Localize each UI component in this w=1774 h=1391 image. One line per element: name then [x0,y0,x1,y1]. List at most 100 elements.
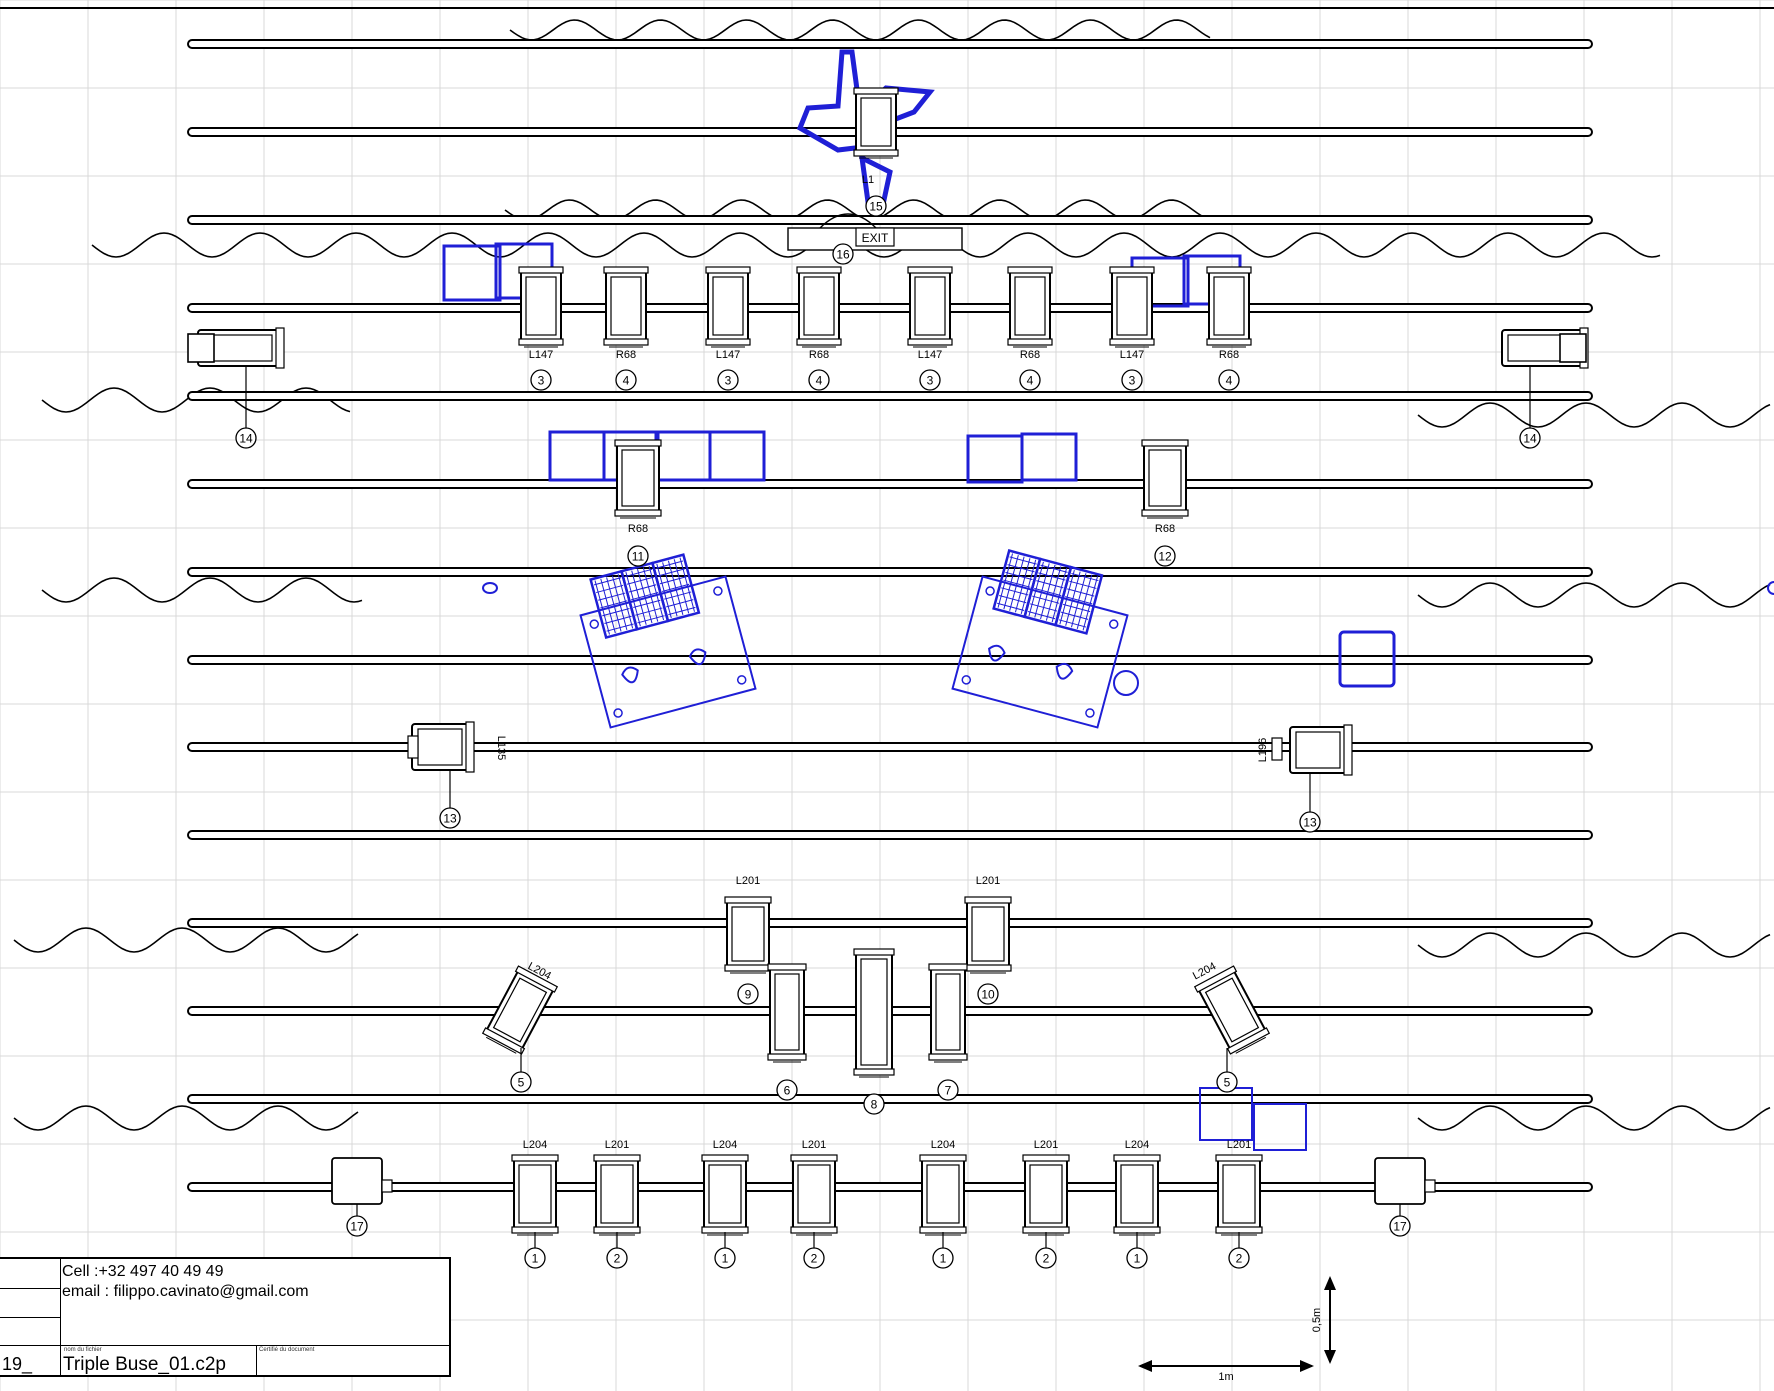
fixture [518,266,564,348]
chair-slat [1009,556,1037,565]
fixture-cap [518,266,564,274]
chair-slat [662,583,690,592]
fixture-code: L1 [862,174,874,186]
fixture [1141,439,1189,519]
prop [1767,581,1774,595]
fixture-number: 12 [1158,550,1172,564]
fixture-number: 3 [538,374,545,388]
number-circle [776,1079,798,1101]
fixture-cap [705,266,751,274]
chair-slat [1062,603,1091,613]
chair-slat [596,584,624,594]
prop [1113,670,1139,696]
fixture-cap [514,965,559,993]
fixture-body [520,270,562,342]
prop [482,582,498,594]
fixture-base [1226,1027,1271,1055]
fixture-code: L204 [1125,1139,1149,1151]
fixture-number: 6 [784,1084,791,1098]
fixture [411,721,475,773]
chair-slat [626,576,655,585]
chair-slat [1065,596,1093,605]
fixture-code: R68 [628,523,648,535]
fixture-number: 17 [350,1220,364,1234]
number-circle [808,369,830,391]
chair-slat [1071,572,1099,582]
table-leg [985,586,995,596]
fixture-cap [790,1154,838,1162]
fixture-body [1143,443,1187,513]
fixture [1022,1154,1070,1236]
chair-slat [606,623,634,632]
fixture-code: L204 [931,1139,955,1151]
fixture-lens [797,1164,831,1224]
shoe [688,648,707,666]
fixture-cap [381,1179,393,1193]
fixture-code: L135 [495,736,507,760]
fixture-base [518,338,564,346]
fixture-code: L196 [1257,738,1269,762]
fixture-body [513,1158,557,1230]
fixture-code: L201 [605,1139,629,1151]
cell-phone: Cell :+32 497 40 49 49 [62,1263,224,1280]
chair-slat [657,568,686,577]
fixture-number: 8 [871,1098,878,1112]
set-block [548,430,606,482]
fixture-base [603,338,649,346]
fixture-cap [1022,1154,1070,1162]
fixture-number: 4 [816,374,823,388]
curtain-border [1417,1105,1771,1131]
fixture-lens [1116,276,1148,336]
fixture-lens [803,276,835,336]
chair-slat [624,568,653,578]
fixture-base [481,1027,526,1055]
fixture-lens [935,973,961,1051]
fixture-code: L204 [713,1139,737,1151]
fixture [1193,965,1271,1055]
fixture-cap [511,1154,559,1162]
title-block: Cell :+32 497 40 49 49 email : filippo.c… [0,1257,451,1377]
fixture-cap [1343,724,1353,776]
fixture [614,439,662,519]
chair-slat [999,595,1027,604]
fixture-lens [731,906,765,962]
fixture [1113,1154,1161,1236]
fixture-lens [610,276,642,336]
fixture-number: 2 [1043,1252,1050,1266]
fixture-yoke [485,1036,517,1054]
exit-arc [819,213,877,229]
lighting-bar [187,918,1593,928]
fixture-cap [1206,266,1252,274]
fixture-number: 3 [725,374,732,388]
chair [589,569,639,640]
table-set [579,553,757,729]
set-block [442,244,502,302]
fixture-number: 9 [745,988,752,1002]
scale-arrow [1324,1276,1336,1290]
email: email : filippo.cavinato@gmail.com [62,1283,309,1300]
chair-slat [1027,611,1056,620]
number-circle [1121,369,1143,391]
number-circle [1299,811,1321,833]
number-circle [714,1247,736,1269]
chair-slat [997,602,1025,611]
fixture-base [1141,509,1189,517]
fixture [481,965,559,1055]
fixture-cap [1271,737,1283,761]
set-block [966,434,1024,484]
chair-slat [1001,587,1029,596]
fixture-base [1109,338,1155,346]
fixture-lens [774,973,800,1051]
chair-slat [1069,580,1097,589]
fixture-cap [603,266,649,274]
fixture-number: 2 [1236,1252,1243,1266]
fixture-lens [621,449,655,507]
chair [1023,557,1073,627]
lighting-bar [187,830,1593,840]
fixture [511,1154,559,1236]
fixture-number: 1 [1134,1252,1141,1266]
number-circle [863,1093,885,1115]
fixture [603,266,649,348]
fixture-number: 14 [239,432,253,446]
